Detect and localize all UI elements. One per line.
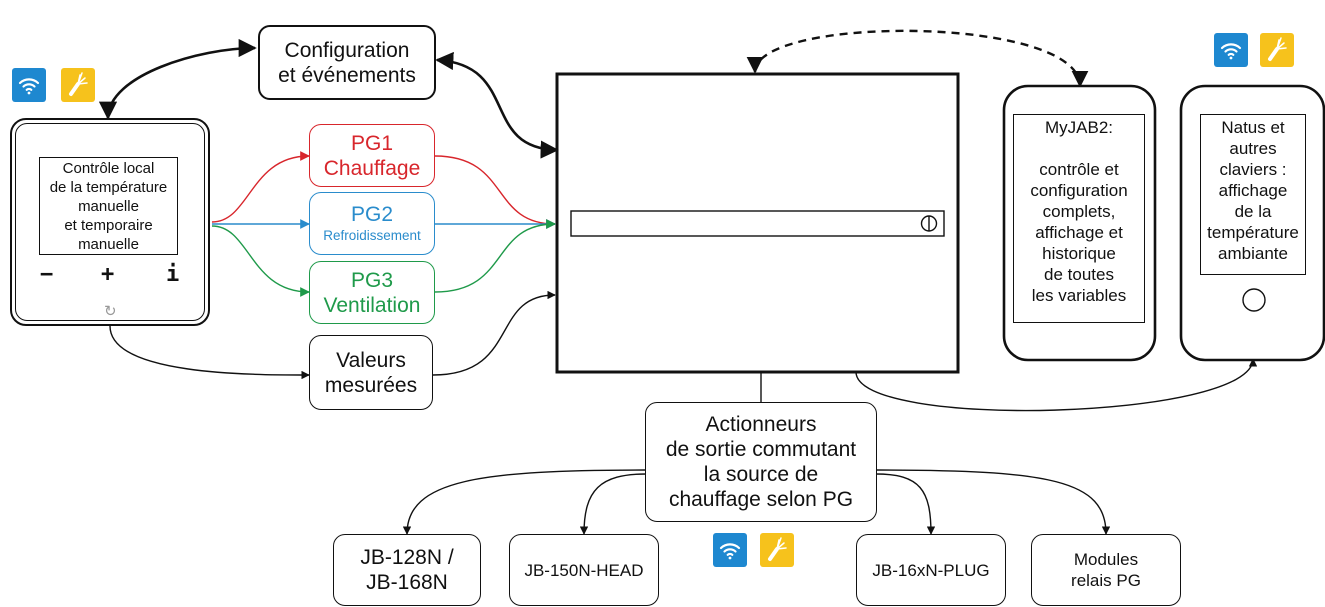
natus-line: affichage xyxy=(1218,181,1288,200)
minus-button[interactable]: − xyxy=(40,262,54,287)
jb16x-label: JB-16xN-PLUG xyxy=(872,560,990,580)
thermostat-screen: Contrôle local de la température manuell… xyxy=(39,157,178,255)
relay-line: relais PG xyxy=(1071,571,1141,590)
thermostat-line: de la température xyxy=(49,178,168,196)
config-line: Configuration xyxy=(284,38,410,62)
wifi-icon xyxy=(713,533,747,567)
jb16x-box: JB-16xN-PLUG xyxy=(856,534,1006,606)
cable-icon xyxy=(1260,33,1294,67)
myjab-line: affichage et xyxy=(1035,223,1123,242)
jb128-box: JB-128N / JB-168N xyxy=(333,534,481,606)
actuators-line: chauffage selon PG xyxy=(668,488,854,511)
myjab-line: complets, xyxy=(1042,202,1116,221)
panel-natus-link xyxy=(855,358,1258,412)
cable-icon xyxy=(61,68,95,102)
pg1-box: PG1 Chauffage xyxy=(309,124,435,187)
pg2-box: PG2 Refroidissement xyxy=(309,192,435,255)
natus-line: Natus et xyxy=(1221,118,1285,137)
config-panel-link xyxy=(435,51,559,159)
wifi-icon xyxy=(12,68,46,102)
pg2-name: PG2 xyxy=(350,203,394,226)
natus-line: autres xyxy=(1229,139,1277,158)
relay-line: Modules xyxy=(1073,550,1139,569)
thermostat-line: manuelle xyxy=(78,197,139,215)
myjab-line: historique xyxy=(1042,244,1116,263)
pg3-name: PG3 xyxy=(350,268,394,292)
control-panel-slot xyxy=(570,210,945,237)
myjab-line: contrôle et xyxy=(1039,160,1119,179)
thermostat-line: manuelle xyxy=(78,235,139,253)
actuators-line: Actionneurs xyxy=(705,413,817,436)
measured-line: Valeurs xyxy=(336,348,406,372)
natus-line: ambiante xyxy=(1218,244,1288,263)
natus-screen: Natus et autres claviers : affichage de … xyxy=(1200,114,1306,275)
cable-icon xyxy=(760,533,794,567)
pg1-out-link xyxy=(434,155,556,229)
info-button[interactable]: i xyxy=(166,262,180,287)
relay-box: Modules relais PG xyxy=(1031,534,1181,606)
pg2-label: Refroidissement xyxy=(323,228,421,243)
thermostat-line: Contrôle local xyxy=(62,159,155,177)
myjab-title: MyJAB2: xyxy=(1044,118,1114,137)
pg3-in-link xyxy=(211,225,310,297)
thermostat-line: et temporaire xyxy=(64,216,153,234)
pg1-in-link xyxy=(211,151,310,223)
myjab-line: les variables xyxy=(1031,286,1127,305)
jb150-box: JB-150N-HEAD xyxy=(509,534,659,606)
jb128-line: JB-128N / xyxy=(360,546,454,569)
actuators-jb128-link xyxy=(402,469,647,535)
config-line: et événements xyxy=(278,63,416,87)
measured-values-box: Valeurs mesurées xyxy=(309,335,433,410)
thermostat-config-link xyxy=(98,38,257,120)
myjab-line: configuration xyxy=(1030,181,1128,200)
natus-home-button-icon xyxy=(1242,288,1266,312)
natus-line: température xyxy=(1207,223,1299,242)
actuators-jb150-link xyxy=(579,473,647,535)
myjab-line: de toutes xyxy=(1044,265,1114,284)
wifi-icon xyxy=(1214,33,1248,67)
measured-panel-link xyxy=(432,290,556,376)
jb128-line: JB-168N xyxy=(366,571,448,594)
natus-line: claviers : xyxy=(1219,160,1287,179)
thermostat-measured-link xyxy=(109,325,310,380)
natus-line: de la xyxy=(1234,202,1272,221)
reset-icon[interactable]: ↻ xyxy=(104,303,117,320)
pg1-label: Chauffage xyxy=(323,156,421,180)
actuators-box: Actionneurs de sortie commutant la sourc… xyxy=(645,402,877,522)
actuators-line: la source de xyxy=(703,463,819,486)
pg1-name: PG1 xyxy=(350,131,394,155)
actuators-jb16x-link xyxy=(875,473,936,535)
myjab-screen: MyJAB2: contrôle et configuration comple… xyxy=(1013,114,1145,323)
actuators-line: de sortie commutant xyxy=(665,438,857,461)
pg3-out-link xyxy=(434,219,556,293)
panel-myjab-dashed-link xyxy=(746,29,1089,88)
plus-button[interactable]: + xyxy=(101,262,115,287)
config-events-box: Configuration et événements xyxy=(258,25,436,100)
measured-line: mesurées xyxy=(324,373,418,397)
pg3-label: Ventilation xyxy=(323,293,421,317)
pg3-box: PG3 Ventilation xyxy=(309,261,435,324)
actuators-relay-link xyxy=(875,469,1111,535)
jb150-label: JB-150N-HEAD xyxy=(524,560,644,580)
